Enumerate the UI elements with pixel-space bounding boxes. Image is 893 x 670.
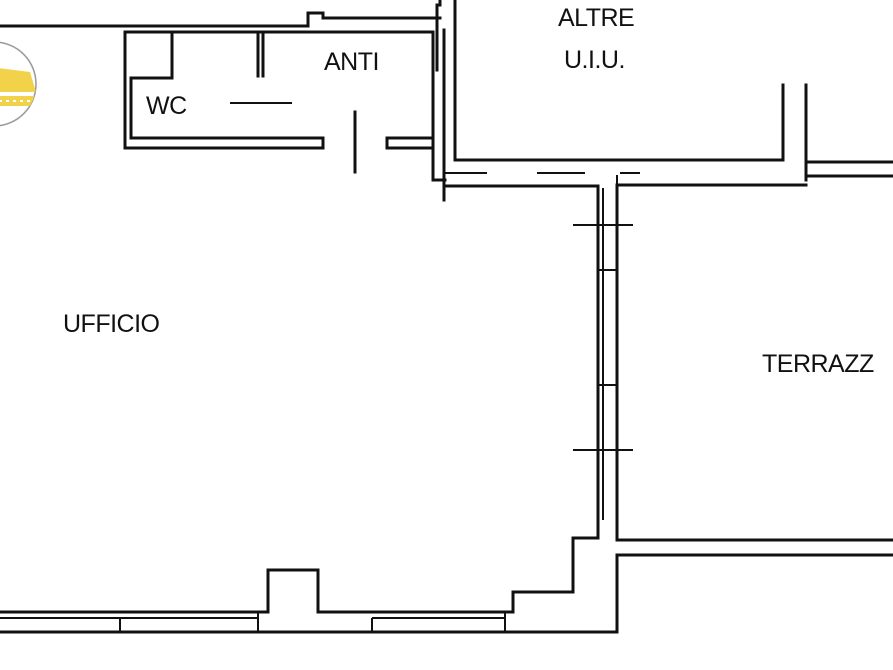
room-label-terrazza: TERRAZZ bbox=[762, 350, 874, 378]
room-label-uiu: U.I.U. bbox=[564, 46, 625, 74]
walls bbox=[0, 0, 893, 634]
room-label-ufficio: UFFICIO bbox=[63, 310, 160, 338]
agency-logo bbox=[0, 41, 37, 127]
room-label-anti: ANTI bbox=[324, 48, 379, 76]
room-label-altre: ALTRE bbox=[558, 4, 635, 32]
room-label-wc: WC bbox=[146, 92, 187, 120]
